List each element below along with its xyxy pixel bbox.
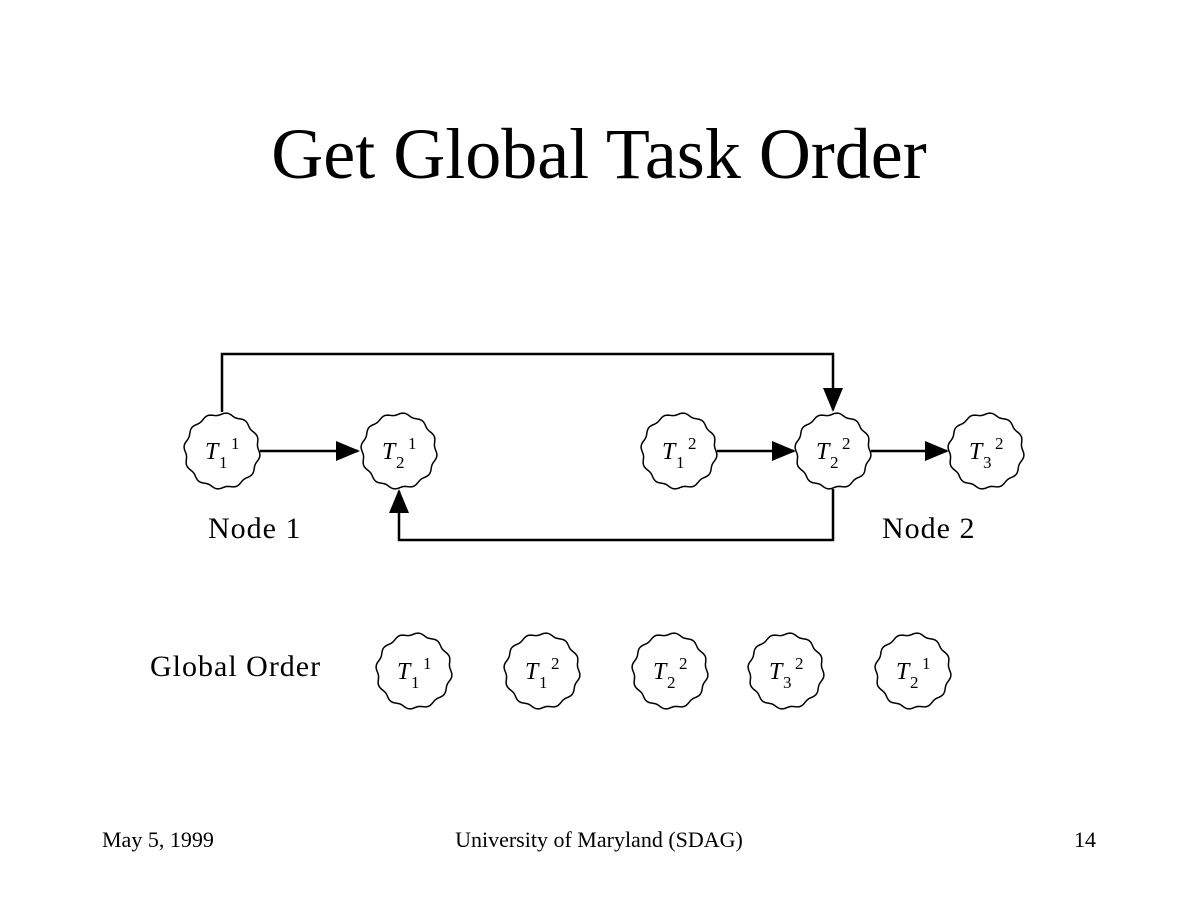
task-circle [503,632,581,710]
task-circle [747,632,825,710]
task-subscript: 1 [539,673,548,692]
task-subscript: 3 [983,453,992,472]
task-circle [183,412,261,490]
footer-page-number: 14 [1074,827,1096,852]
task-superscript: 1 [231,434,240,453]
node-1-label: Node 1 [208,512,302,545]
task-subscript: 2 [910,673,919,692]
task-circle [640,412,718,490]
task-circle [947,412,1025,490]
task-superscript: 1 [922,654,931,673]
task-subscript: 1 [219,453,228,472]
task-letter: T [525,659,540,685]
task-letter: T [769,659,784,685]
task-subscript: 2 [396,453,405,472]
task-letter: T [662,439,677,465]
edge-t2_2-to-t2_1 [389,489,835,542]
task-circle [375,632,453,710]
task-subscript: 2 [667,673,676,692]
task-subscript: 3 [783,673,792,692]
task-letter: T [816,439,831,465]
task-subscript: 2 [830,453,839,472]
global-order-label: Global Order [150,650,322,683]
footer-org: University of Maryland (SDAG) [455,827,743,852]
task-superscript: 2 [995,434,1004,453]
task-superscript: 1 [423,654,432,673]
edge-t1_1-to-t2_2 [220,352,843,412]
task-subscript: 1 [411,673,420,692]
task-letter: T [205,439,220,465]
dependency-edges [220,352,949,542]
task-letter: T [382,439,397,465]
task-superscript: 2 [551,654,560,673]
task-superscript: 2 [795,654,804,673]
task-superscript: 1 [408,434,417,453]
task-letter: T [653,659,668,685]
footer-date: May 5, 1999 [102,827,214,852]
task-circle [874,632,952,710]
task-letter: T [896,659,911,685]
task-subscript: 1 [676,453,685,472]
node-2-label: Node 2 [882,512,976,545]
task-letter: T [397,659,412,685]
task-circle [360,412,438,490]
task-circle [631,632,709,710]
task-superscript: 2 [842,434,851,453]
slide-title: Get Global Task Order [271,114,927,194]
task-letter: T [969,439,984,465]
task-superscript: 2 [679,654,688,673]
task-superscript: 2 [688,434,697,453]
task-circle [794,412,872,490]
